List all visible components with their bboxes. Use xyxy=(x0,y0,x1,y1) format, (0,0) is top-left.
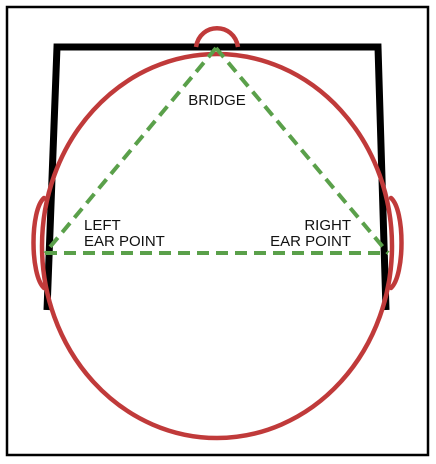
triangle-right-side xyxy=(214,46,390,255)
bridge-label: BRIDGE xyxy=(188,92,246,109)
left-ear-label-line2: EAR POINT xyxy=(84,233,165,250)
right-ear xyxy=(388,195,404,291)
left-ear xyxy=(31,195,47,291)
left-ear-label-line1: LEFT xyxy=(84,217,121,234)
outer-border xyxy=(5,5,430,457)
right-ear-label-line2: EAR POINT xyxy=(270,233,351,250)
triangle-left-side xyxy=(43,46,218,255)
head-outline xyxy=(39,51,395,441)
frame-outline xyxy=(43,43,390,311)
right-ear-label-line1: RIGHT xyxy=(304,217,351,234)
nose-bump xyxy=(193,26,241,48)
